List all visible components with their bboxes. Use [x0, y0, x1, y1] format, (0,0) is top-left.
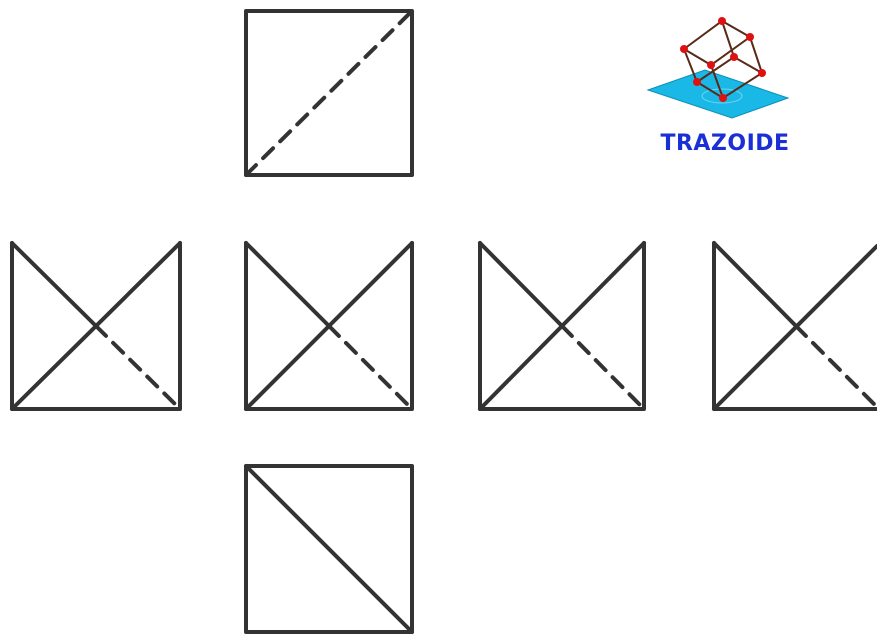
net-face-bottom	[244, 464, 414, 634]
net-face-back	[712, 241, 877, 411]
face-bottom-outline	[244, 464, 414, 634]
face-top-outline	[244, 9, 414, 177]
face-front-outline	[244, 241, 414, 411]
net-face-right	[478, 241, 646, 411]
logo-plane-mark	[701, 88, 743, 104]
net-face-left	[10, 241, 182, 411]
face-left-diagonal-upper	[10, 241, 98, 328]
face-front-dashed-segment	[327, 324, 414, 411]
net-face-front	[244, 241, 414, 411]
logo-cube-vertices	[680, 17, 766, 102]
face-top-dashed-diagonal	[244, 9, 414, 177]
face-left-dashed-segment	[94, 324, 182, 411]
face-bottom-diagonal	[244, 464, 414, 634]
face-front-diagonal-upper	[244, 241, 331, 328]
face-right-outline	[478, 241, 646, 411]
net-face-top	[244, 9, 414, 177]
trazoide-logo	[646, 17, 790, 119]
face-right-dashed-segment	[560, 324, 646, 411]
face-right-diagonal-upper	[478, 241, 564, 328]
face-back-diagonal-upper	[712, 241, 798, 328]
logo-text: TRAZOIDE	[660, 131, 790, 156]
face-left-outline	[10, 241, 182, 411]
face-back-dashed-segment	[794, 324, 876, 406]
